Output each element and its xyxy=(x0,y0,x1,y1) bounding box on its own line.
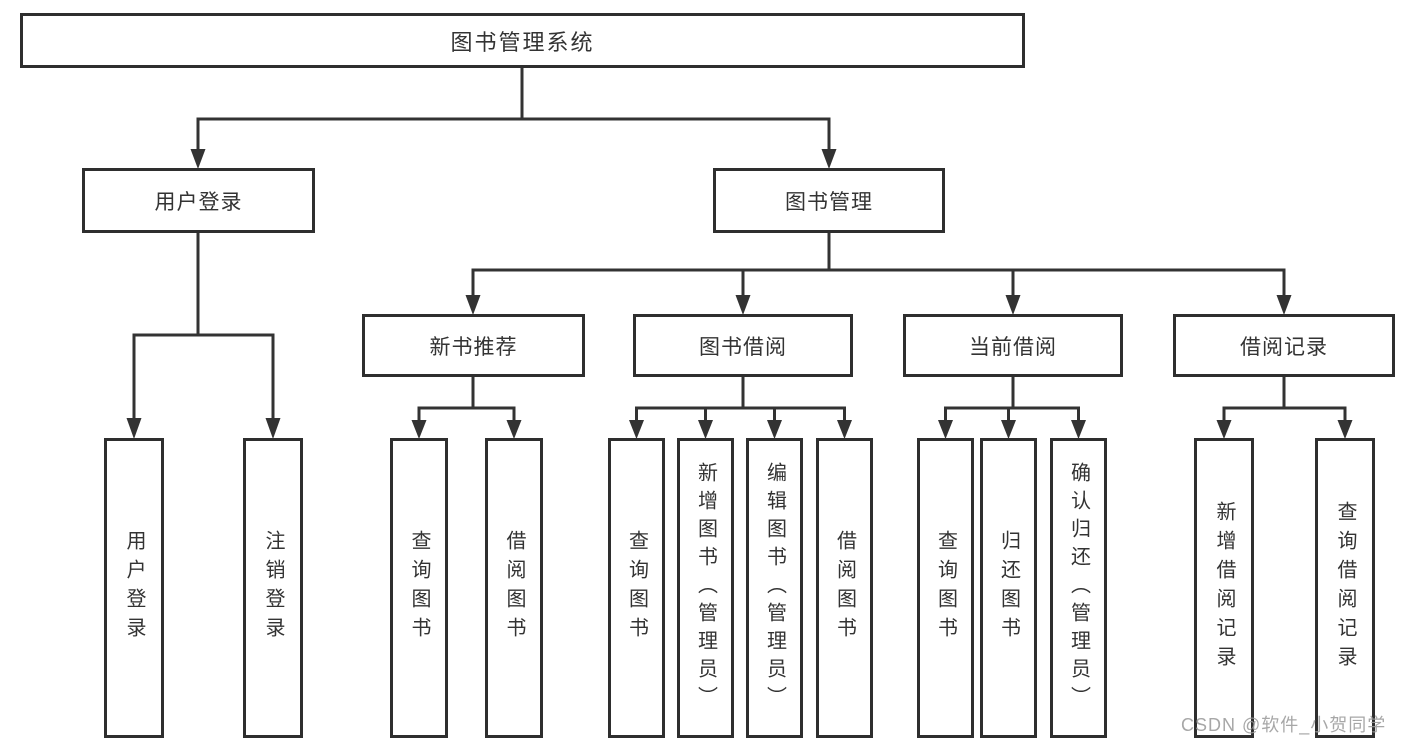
leaf-current-query-books: 查询图书 xyxy=(917,438,974,738)
node-current-borrowing: 当前借阅 xyxy=(903,314,1123,377)
leaf-newbooks-query-books-label: 查询图书 xyxy=(408,530,430,646)
leaf-borrowing-borrow-books: 借阅图书 xyxy=(816,438,873,738)
node-book-borrowing: 图书借阅 xyxy=(633,314,853,377)
leaf-borrowing-query-books-label: 查询图书 xyxy=(625,530,648,646)
leaf-user-login: 用户登录 xyxy=(104,438,164,738)
leaf-logout-label: 注销登录 xyxy=(262,530,284,646)
leaf-records-query-record-label: 查询借阅记录 xyxy=(1334,501,1356,675)
connector-lines xyxy=(126,66,1353,439)
leaf-borrowing-edit-books-admin: 编辑图书（管理员） xyxy=(746,438,803,738)
leaf-borrowing-query-books: 查询图书 xyxy=(608,438,665,738)
leaf-newbooks-borrow-books: 借阅图书 xyxy=(485,438,543,738)
node-current-borrowing-label: 当前借阅 xyxy=(969,335,1057,359)
node-library-system: 图书管理系统 xyxy=(20,13,1025,68)
leaf-current-query-books-label: 查询图书 xyxy=(934,530,957,646)
leaf-borrowing-edit-books-admin-label: 编辑图书（管理员） xyxy=(763,462,786,714)
leaf-current-return-books: 归还图书 xyxy=(980,438,1037,738)
leaf-newbooks-borrow-books-label: 借阅图书 xyxy=(503,530,525,646)
leaf-current-confirm-return-admin-label: 确认归还（管理员） xyxy=(1067,462,1090,714)
node-library-system-label: 图书管理系统 xyxy=(450,29,595,55)
leaf-borrowing-borrow-books-label: 借阅图书 xyxy=(833,530,856,646)
leaf-user-login-label: 用户登录 xyxy=(123,530,145,646)
node-book-management: 图书管理 xyxy=(713,168,945,233)
node-borrowing-records: 借阅记录 xyxy=(1173,314,1395,377)
leaf-borrowing-add-books-admin-label: 新增图书（管理员） xyxy=(694,462,717,714)
node-borrowing-records-label: 借阅记录 xyxy=(1240,335,1328,359)
leaf-newbooks-query-books: 查询图书 xyxy=(390,438,448,738)
leaf-borrowing-add-books-admin: 新增图书（管理员） xyxy=(677,438,734,738)
csdn-watermark: CSDN @软件_小贺同学 xyxy=(1181,715,1387,735)
node-new-book-recommendation: 新书推荐 xyxy=(362,314,585,377)
node-new-book-recommendation-label: 新书推荐 xyxy=(429,335,518,359)
node-book-management-label: 图书管理 xyxy=(785,190,873,214)
node-user-login-label: 用户登录 xyxy=(154,190,243,214)
leaf-records-query-record: 查询借阅记录 xyxy=(1315,438,1375,738)
leaf-current-confirm-return-admin: 确认归还（管理员） xyxy=(1050,438,1107,738)
node-user-login: 用户登录 xyxy=(82,168,315,233)
leaf-records-add-record: 新增借阅记录 xyxy=(1194,438,1254,738)
leaf-records-add-record-label: 新增借阅记录 xyxy=(1213,501,1235,675)
node-book-borrowing-label: 图书借阅 xyxy=(699,335,787,359)
leaf-logout: 注销登录 xyxy=(243,438,303,738)
leaf-current-return-books-label: 归还图书 xyxy=(997,530,1020,646)
